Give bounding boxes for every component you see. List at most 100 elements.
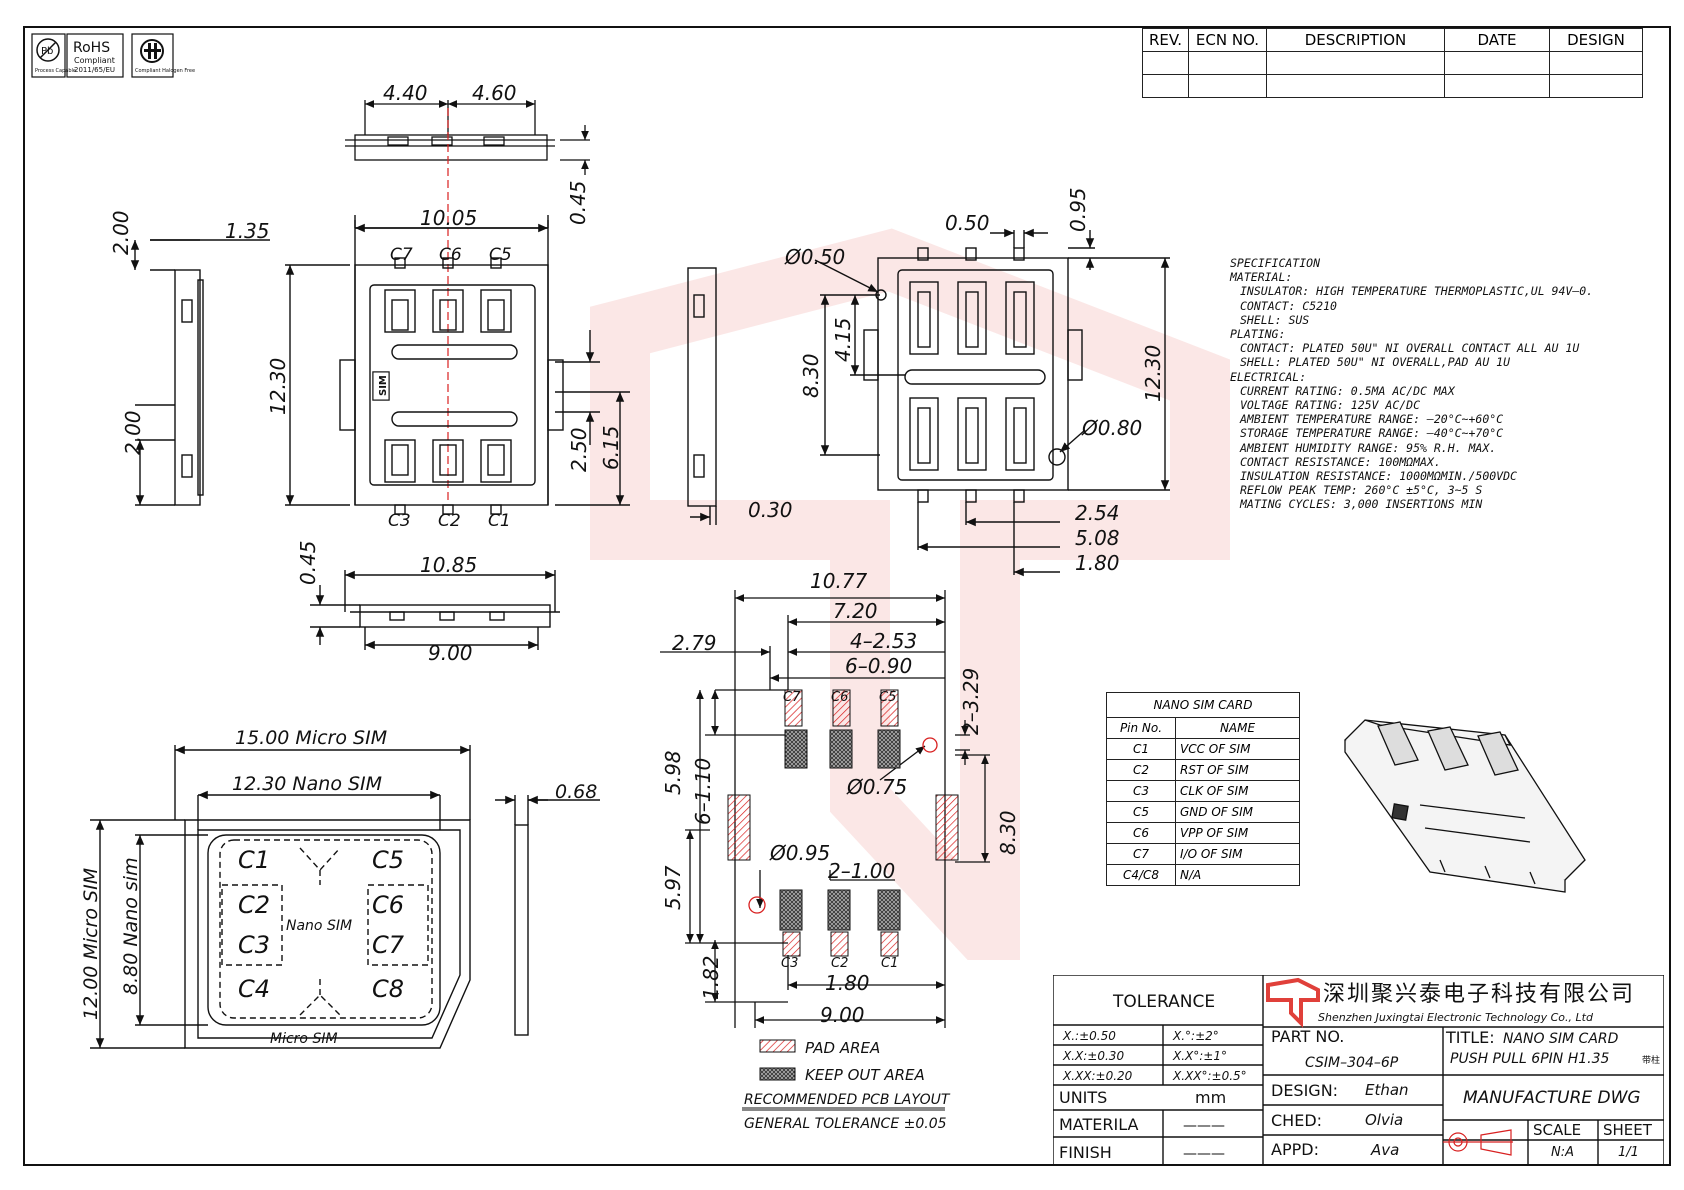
card-c7: C7 [372, 931, 405, 959]
pcb-label-c5: C5 [879, 690, 896, 705]
tol-row3-a: X.XX:±0.20 [1062, 1069, 1133, 1083]
dim-pcb-6-110: 6–1.10 [691, 758, 715, 825]
tol-row3-b: X.XX°:±0.5° [1172, 1069, 1247, 1083]
dim-right-dia050: Ø0.50 [784, 245, 845, 269]
dim-card-micro-h: 12.00 Micro SIM [80, 868, 102, 1020]
spec-line: SPECIFICATION [1230, 256, 1321, 270]
pcb-label-c7: C7 [783, 690, 801, 705]
part-no-value: CSIM–304–6P [1305, 1055, 1399, 1071]
rev-header: REV. [1142, 28, 1189, 52]
pin-name: RST OF SIM [1175, 759, 1300, 781]
rohs-sub: Compliant [74, 56, 115, 65]
ecn-header: ECN NO. [1188, 28, 1267, 52]
pcb-label-c6: C6 [831, 690, 848, 705]
description-header: DESCRIPTION [1266, 28, 1445, 52]
spec-line: CONTACT RESISTANCE: 100MΩMAX. [1240, 454, 1441, 469]
dim-pcb-598: 5.98 [661, 750, 685, 795]
label-c1: C1 [488, 511, 511, 531]
ched-value: Olvia [1365, 1111, 1403, 1129]
dim-side-mid: 2.00 [121, 410, 145, 455]
spec-line: CONTACT: C5210 [1240, 298, 1337, 313]
pin-number: C6 [1106, 822, 1176, 844]
dim-pcb-dia075: Ø0.75 [846, 775, 907, 799]
appd-value: Ava [1370, 1141, 1399, 1159]
title-label: TITLE: [1445, 1028, 1495, 1047]
rohs-title: RoHS [73, 40, 110, 56]
manufacture-label: MANUFACTURE DWG [1463, 1088, 1641, 1108]
appd-label: APPD: [1271, 1140, 1319, 1159]
dim-right-830: 8.30 [799, 353, 823, 398]
dim-pcb-830: 8.30 [996, 810, 1020, 855]
legend-general-tol: GENERAL TOLERANCE ±0.05 [744, 1116, 947, 1132]
dim-right-1230: 12.30 [1141, 345, 1165, 402]
connector-3d-view [1344, 719, 1586, 893]
card-c5: C5 [372, 846, 404, 874]
dim-card-thick: 0.68 [555, 781, 597, 803]
pin-number: C1 [1106, 738, 1176, 760]
pb-free-logo: Pb Process Capable [31, 33, 76, 78]
title-line2: PUSH PULL 6PIN H1.35 [1450, 1051, 1609, 1067]
legend-keep: KEEP OUT AREA [805, 1066, 925, 1084]
dim-right-pitch: 0.50 [945, 211, 990, 235]
spec-line: MATING CYCLES: 3,000 INSERTIONS MIN [1240, 497, 1483, 512]
label-c6: C6 [439, 245, 462, 265]
pcb-label-c2: C2 [831, 956, 848, 971]
pb-label: Pb [41, 46, 53, 57]
watermark-logo [590, 228, 1230, 960]
units-label: UNITS [1059, 1088, 1107, 1107]
card-c8: C8 [372, 975, 404, 1003]
halogen-sub: Compliant Halogen Free [135, 68, 195, 74]
dim-pcb-720: 7.20 [833, 599, 878, 623]
dim-right-030: 0.30 [748, 498, 793, 522]
pin-no-header: Pin No. [1106, 717, 1176, 739]
pin-name: VPP OF SIM [1175, 822, 1300, 844]
sheet-label: SHEET [1603, 1121, 1653, 1139]
spec-line: INSULATION RESISTANCE: 1000MΩMIN./500VDC [1240, 469, 1517, 484]
dim-side-top: 2.00 [109, 210, 133, 255]
dim-right-dia080: Ø0.80 [1081, 416, 1142, 440]
projection-symbol-icon [1443, 1129, 1513, 1156]
material-label: MATERILA [1059, 1115, 1139, 1134]
dim-pcb-597: 5.97 [661, 865, 685, 910]
tol-row2-a: X.X:±0.30 [1062, 1049, 1124, 1063]
dim-pcb-4-253: 4–2.53 [850, 629, 917, 653]
label-c2: C2 [438, 511, 461, 531]
dim-pcb-6-090: 6–0.90 [845, 654, 912, 678]
card-nano-label: Nano SIM [286, 918, 352, 934]
pin-number: C3 [1106, 780, 1176, 802]
design-value: Ethan [1365, 1081, 1409, 1099]
company-logo-icon [1266, 977, 1320, 1028]
label-c3: C3 [388, 511, 411, 531]
pcb-label-c3: C3 [781, 956, 798, 971]
legend-pad: PAD AREA [805, 1039, 880, 1057]
dim-pcb-279: 2.79 [672, 631, 717, 655]
spec-line: ELECTRICAL: [1230, 369, 1307, 384]
units-value: mm [1195, 1088, 1226, 1107]
dim-pcb-dia095: Ø0.95 [769, 841, 830, 865]
ched-label: CHED: [1271, 1111, 1322, 1130]
scale-label: SCALE [1533, 1121, 1581, 1139]
spec-line: SHELL: PLATED 50U" NI OVERALL,PAD AU 1U [1240, 355, 1511, 370]
dim-right-top: 0.95 [1066, 187, 1090, 232]
dim-body-width: 10.05 [420, 206, 477, 230]
spec-line: PLATING: [1230, 327, 1286, 342]
finish-value: ——— [1183, 1146, 1225, 1162]
pin-name: CLK OF SIM [1175, 780, 1300, 802]
dim-right-180: 1.80 [1075, 551, 1120, 575]
scale-value: N:A [1551, 1145, 1574, 1160]
sim-mark: SIM [372, 371, 390, 401]
connector-front-view [285, 215, 630, 515]
title-line1: NANO SIM CARD [1503, 1031, 1619, 1047]
pcb-layout [660, 590, 990, 1028]
dim-body-height: 12.30 [266, 358, 290, 415]
legend-pcb-layout: RECOMMENDED PCB LAYOUT [744, 1092, 951, 1108]
dim-card-micro-w: 15.00 Micro SIM [235, 727, 387, 749]
dim-pcb-182: 1.82 [699, 955, 723, 1000]
pcb-pads [727, 689, 959, 957]
label-c5: C5 [489, 245, 512, 265]
